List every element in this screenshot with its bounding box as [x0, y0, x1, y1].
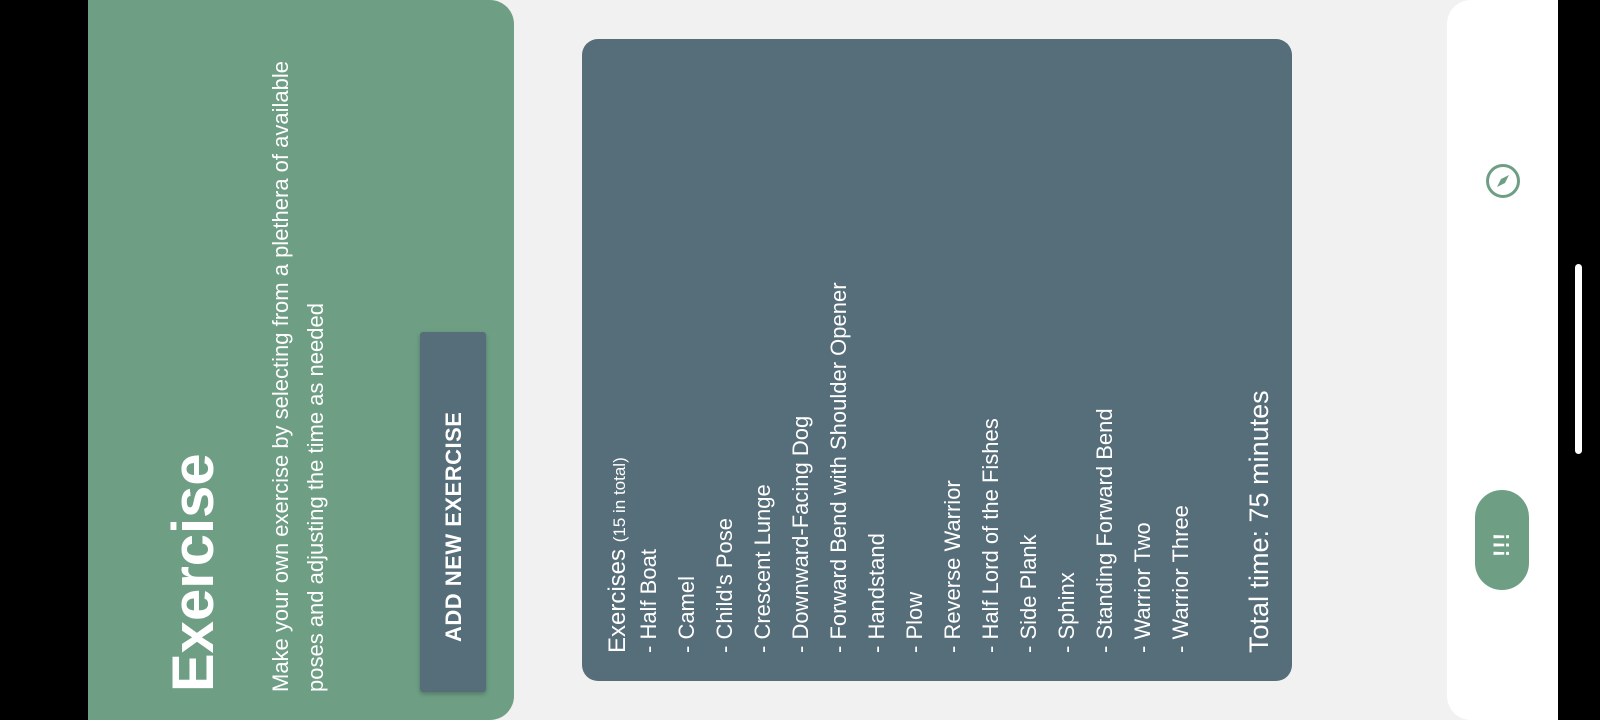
exercise-list-item: - Plow	[902, 591, 927, 653]
exercises-header-label: Exercises	[604, 548, 631, 653]
compass-icon[interactable]	[1484, 162, 1522, 200]
exercise-list-item: - Standing Forward Bend	[1092, 408, 1117, 653]
exercise-list-item: - Warrior Three	[1168, 505, 1193, 653]
total-time: Total time: 75 minutes	[1244, 390, 1274, 653]
page-title: Exercise	[161, 453, 226, 692]
page-description: Make your own exercise by selecting from…	[268, 61, 328, 692]
exercise-list-item: - Half Lord of the Fishes	[978, 418, 1003, 653]
exercise-list-item: - Sphinx	[1054, 572, 1079, 653]
exercise-list-item: - Warrior Two	[1130, 522, 1155, 653]
gesture-handle[interactable]	[1575, 264, 1582, 454]
navigation-rail	[1447, 0, 1558, 720]
action-fab[interactable]	[1475, 490, 1529, 590]
exercise-list-item: - Child's Pose	[712, 517, 737, 653]
fab-label: !!!	[1489, 532, 1514, 557]
system-bar-left	[0, 0, 88, 720]
exercises-header: Exercises (15 in total)	[603, 457, 635, 653]
exercise-list-item: - Handstand	[864, 533, 889, 653]
exercise-list-item: - Reverse Warrior	[940, 480, 965, 653]
exercise-list-item: - Camel	[674, 575, 699, 653]
exercise-list-item: - Side Plank	[1016, 534, 1041, 653]
add-new-exercise-button[interactable]	[420, 332, 486, 692]
exercise-list-item: - Forward Bend with Shoulder Opener	[826, 282, 851, 653]
exercise-list-item: - Downward-Facing Dog	[788, 415, 813, 653]
exercise-summary-card	[582, 39, 1292, 681]
exercise-list-item: - Crescent Lunge	[750, 484, 775, 653]
add-new-exercise-label: ADD NEW EXERCISE	[441, 411, 466, 642]
exercises-count-note: (15 in total)	[610, 457, 629, 543]
exercise-list-item: - Half Boat	[636, 549, 661, 653]
